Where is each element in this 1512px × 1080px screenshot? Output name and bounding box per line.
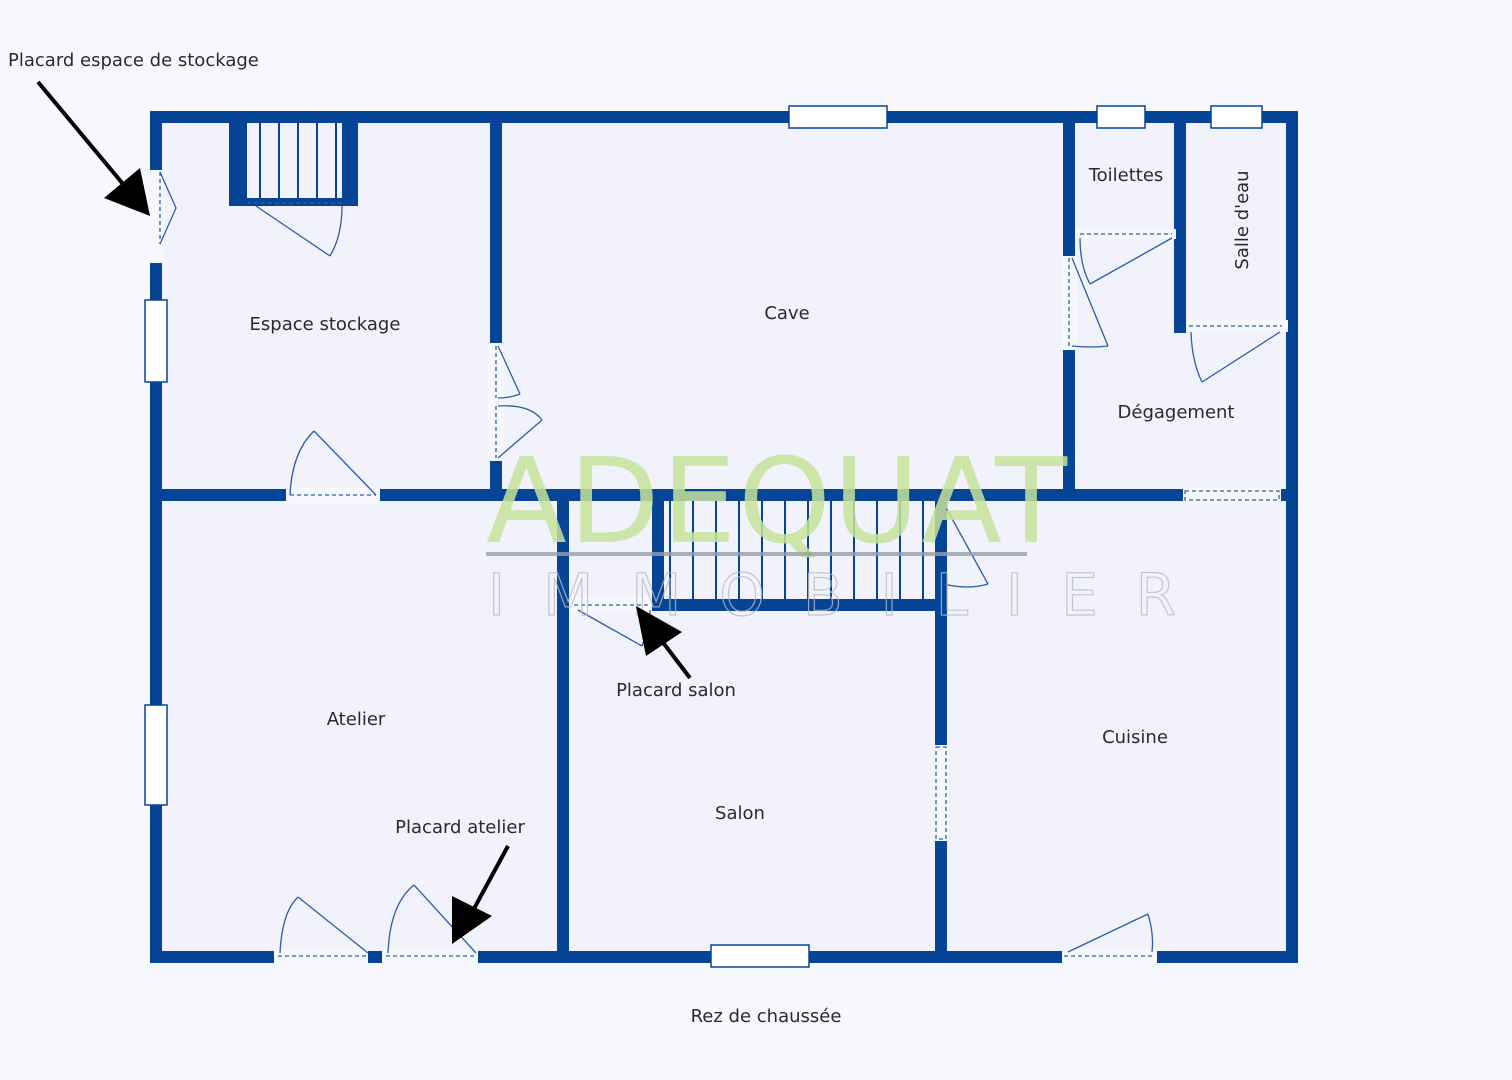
watermark-brand: ADEQUAT [486, 432, 1069, 570]
room-label-cuisine: Cuisine [1102, 727, 1168, 748]
stairs-center [669, 501, 924, 599]
annotation-placard-atelier: Placard atelier [395, 817, 525, 838]
window-salle-eau [1210, 105, 1263, 129]
window-atelier [144, 704, 168, 806]
room-label-toilettes: Toilettes [1088, 165, 1164, 186]
annotation-placard-salon: Placard salon [616, 680, 736, 701]
window-cave [788, 105, 888, 129]
arrows [36, 80, 692, 944]
room-label-salle-eau: Salle d'eau [1232, 170, 1253, 269]
room-label-cave: Cave [764, 303, 809, 324]
watermark-rule [486, 552, 1027, 556]
watermark: ADEQUAT IMMOBILIER [486, 432, 1214, 630]
arrow-placard-atelier [468, 845, 510, 917]
floor-area [156, 117, 1292, 957]
arrow-placard-stockage [36, 80, 130, 192]
annotation-placard-stockage: Placard espace de stockage [8, 50, 259, 71]
room-label-degagement: Dégagement [1118, 402, 1235, 423]
annotations: Placard espace de stockage Placard salon… [8, 50, 736, 838]
window-toilettes [1096, 105, 1146, 129]
level-label: Rez de chaussée [691, 1006, 842, 1027]
room-label-espace-stockage: Espace stockage [250, 314, 401, 335]
room-label-salon: Salon [715, 803, 765, 824]
window-salon [710, 944, 810, 968]
window-stockage [144, 299, 168, 383]
windows [144, 105, 1263, 968]
arrow-head-stockage [104, 168, 150, 216]
room-labels: Espace stockage Cave Toilettes Salle d'e… [250, 165, 1253, 824]
stairs-top [259, 123, 337, 198]
arrow-head-salon [636, 606, 682, 656]
doors [159, 171, 1282, 963]
arrow-head-atelier [452, 896, 492, 944]
watermark-sub: IMMOBILIER [488, 561, 1214, 629]
room-label-atelier: Atelier [327, 709, 386, 730]
